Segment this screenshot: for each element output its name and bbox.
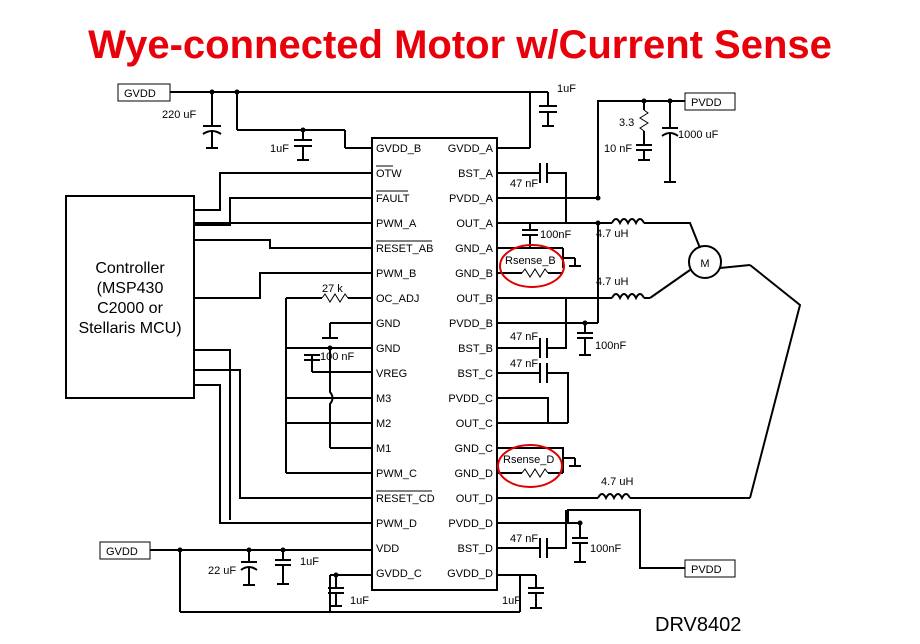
inductor-a-label: 4.7 uH: [596, 228, 628, 240]
pin-left-pwm-a: PWM_A: [376, 218, 417, 230]
pin-right-gnd-a: GND_A: [455, 243, 494, 255]
pin-right-pvdd-b: PVDD_B: [449, 318, 493, 330]
inductor-b-label: 4.7 uH: [596, 276, 628, 288]
rsense-d-label: Rsense_D: [503, 454, 554, 466]
pin-right-bst-a: BST_A: [458, 168, 494, 180]
controller-line-1: Controller: [95, 260, 165, 277]
cap-10n-label: 10 nF: [604, 143, 632, 155]
pin-right-bst-b: BST_B: [458, 343, 493, 355]
part-number: DRV8402: [655, 614, 741, 636]
pin-right-bst-d: BST_D: [458, 543, 494, 555]
controller-line-3: C2000 or: [97, 300, 163, 317]
cap-1u-gvddb-label: 1uF: [270, 143, 289, 155]
cap-220u-label: 220 uF: [162, 109, 197, 121]
pin-left-gvdd-b: GVDD_B: [376, 143, 421, 155]
pin-left-reset-cd: RESET_CD: [376, 493, 435, 505]
controller-block: [65, 195, 195, 399]
cap-47n-c-label: 47 nF: [510, 358, 538, 370]
controller-line-4: Stellaris MCU): [78, 320, 181, 337]
cap-47n-d-label: 47 nF: [510, 533, 538, 545]
pin-right-gvdd-a: GVDD_A: [448, 143, 494, 155]
pin-right-gnd-d: GND_D: [454, 468, 493, 480]
pin-left-m1: M1: [376, 443, 391, 455]
diagram-title: Wye-connected Motor w/Current Sense: [88, 23, 832, 67]
pin-right-bst-c: BST_C: [458, 368, 494, 380]
pin-left-pwm-b: PWM_B: [376, 268, 416, 280]
pin-left-pwm-c: PWM_C: [376, 468, 417, 480]
cap-100n-vreg-label: 100 nF: [320, 351, 355, 363]
pin-right-out-d: OUT_D: [456, 493, 493, 505]
pin-left-m2: M2: [376, 418, 391, 430]
cap-1u-gvddd-label: 1uF: [502, 595, 521, 607]
gvdd-bottom-label: GVDD: [106, 546, 138, 558]
pin-left-otw: OTW: [376, 168, 402, 180]
pin-right-pvdd-c: PVDD_C: [448, 393, 493, 405]
pvdd-bottom-box: [684, 559, 736, 578]
motor-label: M: [700, 258, 709, 270]
cap-22u-label: 22 uF: [208, 565, 236, 577]
driver-ic: [371, 137, 498, 591]
cap-1u-gvddc-label: 1uF: [350, 595, 369, 607]
cap-1000u-label: 1000 uF: [678, 129, 719, 141]
rsense-b-label: Rsense_B: [505, 255, 556, 267]
pin-right-out-a: OUT_A: [456, 218, 493, 230]
pin-left-m3: M3: [376, 393, 391, 405]
pin-right-pvdd-a: PVDD_A: [449, 193, 494, 205]
cap-100n-a-label: 100nF: [540, 229, 571, 241]
pin-right-out-b: OUT_B: [456, 293, 493, 305]
cap-47n-b-label: 47 nF: [510, 331, 538, 343]
pin-left-vreg: VREG: [376, 368, 407, 380]
gvdd-top-label: GVDD: [124, 88, 156, 100]
pin-left-vdd: VDD: [376, 543, 399, 555]
pvdd-top-label: PVDD: [691, 97, 722, 109]
pin-left-pwm-d: PWM_D: [376, 518, 417, 530]
cap-100n-d-label: 100nF: [590, 543, 621, 555]
pin-right-out-c: OUT_C: [456, 418, 493, 430]
cap-1u-vdd-label: 1uF: [300, 556, 319, 568]
pin-left-fault: FAULT: [376, 193, 410, 205]
cap-47n-a-label: 47 nF: [510, 178, 538, 190]
rsense-d-highlight: [497, 444, 563, 488]
pin-right-gvdd-d: GVDD_D: [447, 568, 493, 580]
pin-left-oc-adj: OC_ADJ: [376, 293, 419, 305]
r-27k-label: 27 k: [322, 283, 343, 295]
pin-right-gnd-c: GND_C: [454, 443, 493, 455]
pin-left-gnd: GND: [376, 343, 401, 355]
right-pin-labels: GVDD_A BST_A PVDD_A OUT_A GND_A GND_B OUT_B PVD…: [447, 143, 493, 580]
pin-left-gvdd-c: GVDD_C: [376, 568, 422, 580]
controller-line-2: (MSP430: [97, 280, 164, 297]
cap-100n-b-label: 100nF: [595, 340, 626, 352]
pin-left-reset-ab: RESET_AB: [376, 243, 433, 255]
pin-right-gnd-b: GND_B: [455, 268, 493, 280]
inductor-d-label: 4.7 uH: [601, 476, 633, 488]
rsense-b-highlight: [499, 244, 565, 288]
r-3-3-label: 3.3: [619, 117, 634, 129]
motor-symbol: [688, 245, 722, 279]
cap-1u-top-label: 1uF: [557, 83, 576, 95]
pin-right-pvdd-d: PVDD_D: [448, 518, 493, 530]
pvdd-bottom-label: PVDD: [691, 564, 722, 576]
pin-left-gnd: GND: [376, 318, 401, 330]
left-pin-labels: GVDD_B OTW FAULT PWM_A RESET_AB PWM_B OC_ADJ GN…: [376, 143, 435, 580]
